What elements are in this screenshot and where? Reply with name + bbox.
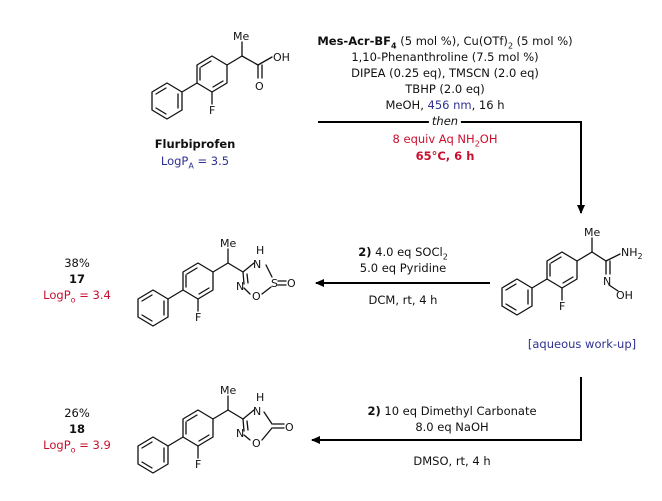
step1-line5: MeOH, 456 nm, 16 h	[385, 98, 505, 112]
arrow-step1	[318, 121, 585, 214]
step1-line7: 8 equiv Aq NH2OH	[392, 132, 498, 149]
p17-n2-label: N	[236, 280, 244, 293]
step2-line3: DCM, rt, 4 h	[368, 293, 438, 307]
step1-line4: TBHP (2.0 eq)	[405, 82, 485, 96]
flurb-oh-label: OH	[273, 51, 290, 64]
amidox-me-label: Me	[584, 226, 600, 239]
product17-id: 17	[68, 272, 86, 286]
flurbiprofen-name: Flurbiprofen	[154, 137, 236, 151]
product17-yield: 38%	[64, 256, 90, 270]
product18-logp: LogPo = 3.9	[43, 438, 111, 455]
p17-n-label: N	[253, 258, 261, 271]
p17-f-label: F	[195, 311, 201, 324]
p17-o-exo-label: O	[287, 277, 296, 290]
amidoxime-structure	[501, 237, 621, 316]
arrow-step3	[311, 377, 582, 444]
step1-line2: 1,10-Phenanthroline (7.5 mol %)	[351, 50, 539, 64]
step3-line2: 8.0 eq NaOH	[415, 420, 489, 434]
amidox-f-label: F	[559, 300, 565, 313]
p18-n-label: N	[253, 405, 261, 418]
p17-h-label: H	[256, 244, 264, 257]
workup-label: [aqueous work-up]	[527, 337, 637, 351]
product-17-structure	[137, 248, 287, 327]
flurb-me-label: Me	[233, 30, 249, 43]
p18-o-ring-label: O	[252, 437, 261, 450]
p18-o-exo-label: O	[285, 421, 294, 434]
product18-yield: 26%	[64, 406, 90, 420]
step1-line3: DIPEA (0.25 eq), TMSCN (2.0 eq)	[351, 66, 539, 80]
flurbiprofen-logp: LogPA = 3.5	[160, 154, 230, 171]
step1-line1: Mes-Acr-BF4 (5 mol %), Cu(OTf)2 (5 mol %…	[317, 34, 573, 51]
step2-line2: 5.0 eq Pyridine	[359, 261, 447, 275]
product-18-structure	[137, 395, 285, 474]
p18-f-label: F	[195, 458, 201, 471]
flurb-o-label: O	[255, 80, 264, 93]
p17-o-ring-label: O	[252, 290, 261, 303]
amidox-nh-label: NH2	[621, 246, 643, 261]
p18-h-label: H	[256, 391, 264, 404]
product18-id: 18	[68, 422, 86, 436]
amidox-n-label: N	[603, 275, 611, 288]
flurb-f-label: F	[209, 104, 215, 117]
p18-me-label: Me	[220, 384, 236, 397]
step3-line1: 2) 10 eq Dimethyl Carbonate	[367, 404, 537, 418]
p17-s-label: S	[271, 277, 278, 290]
p18-n2-label: N	[236, 427, 244, 440]
step3-line3: DMSO, rt, 4 h	[413, 454, 491, 468]
step2-line1: 2) 4.0 eq SOCl2	[358, 245, 448, 262]
amidox-oh-label: OH	[616, 289, 633, 302]
step1-line8: 65°C, 6 h	[415, 149, 475, 163]
flurbiprofen-structure	[151, 41, 273, 120]
step1-then: then	[428, 114, 462, 128]
p17-me-label: Me	[220, 237, 236, 250]
product17-logp: LogPo = 3.4	[43, 288, 111, 305]
